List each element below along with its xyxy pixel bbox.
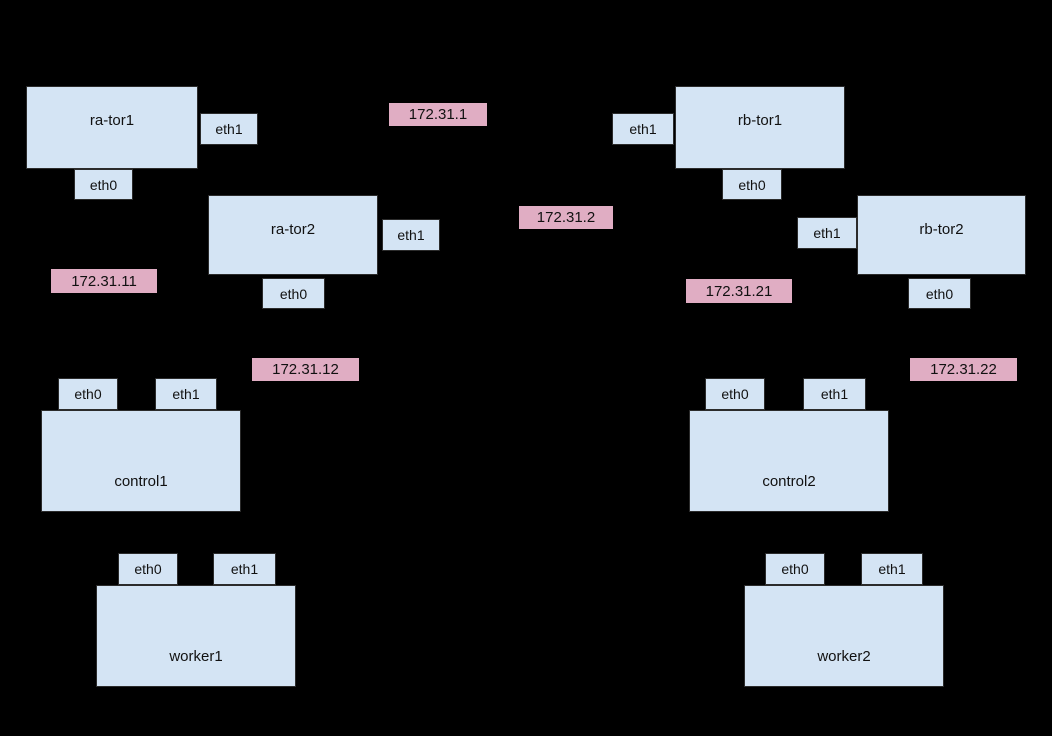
port-label: eth1 (813, 225, 841, 241)
node-label: rb-tor1 (737, 112, 783, 129)
port-rb-tor1-eth1[interactable]: eth1 (612, 113, 674, 145)
node-label: worker1 (169, 648, 223, 665)
port-ra-tor1-eth1[interactable]: eth1 (200, 113, 258, 145)
network-label-net-172-31-12[interactable]: 172.31.12 (252, 358, 359, 381)
port-rb-tor1-eth0[interactable]: eth0 (722, 169, 782, 200)
port-control2-eth0[interactable]: eth0 (705, 378, 765, 410)
node-rb-tor2[interactable]: rb-tor2 (857, 195, 1026, 275)
node-label: control1 (114, 473, 168, 490)
node-label: ra-tor2 (270, 221, 316, 238)
network-label-text: 172.31.12 (272, 361, 339, 378)
port-label: eth1 (820, 386, 849, 402)
port-label: eth0 (721, 386, 749, 402)
network-label-text: 172.31.21 (705, 282, 773, 300)
port-rb-tor2-eth1[interactable]: eth1 (797, 217, 857, 249)
network-label-text: 172.31.1 (408, 106, 468, 123)
network-label-text: 172.31.22 (930, 361, 997, 378)
network-label-text: 172.31.11 (71, 272, 137, 290)
node-ra-tor1[interactable]: ra-tor1 (26, 86, 198, 169)
port-label: eth0 (738, 176, 766, 193)
port-label: eth1 (215, 121, 243, 137)
port-label: eth1 (629, 121, 657, 137)
node-ra-tor2[interactable]: ra-tor2 (208, 195, 378, 275)
port-label: eth0 (134, 561, 162, 577)
network-label-net-172-31-2[interactable]: 172.31.2 (519, 206, 613, 229)
port-control2-eth1[interactable]: eth1 (803, 378, 866, 410)
network-label-text: 172.31.2 (536, 209, 596, 226)
port-label: eth0 (89, 176, 118, 193)
port-label: eth0 (279, 285, 308, 302)
port-rb-tor2-eth0[interactable]: eth0 (908, 278, 971, 309)
network-label-net-172-31-21[interactable]: 172.31.21 (686, 279, 792, 303)
port-label: eth0 (781, 561, 809, 577)
port-worker1-eth0[interactable]: eth0 (118, 553, 178, 585)
port-label: eth1 (878, 561, 906, 577)
port-label: eth1 (397, 227, 425, 243)
port-label: eth0 (925, 285, 954, 302)
node-rb-tor1[interactable]: rb-tor1 (675, 86, 845, 169)
node-label: ra-tor1 (89, 112, 135, 129)
port-worker1-eth1[interactable]: eth1 (213, 553, 276, 585)
port-worker2-eth1[interactable]: eth1 (861, 553, 923, 585)
port-ra-tor1-eth0[interactable]: eth0 (74, 169, 133, 200)
port-label: eth1 (172, 386, 200, 402)
port-control1-eth1[interactable]: eth1 (155, 378, 217, 410)
port-label: eth0 (74, 386, 102, 402)
node-control1[interactable]: control1 (41, 410, 241, 512)
node-label: control2 (762, 473, 816, 490)
node-worker1[interactable]: worker1 (96, 585, 296, 687)
network-label-net-172-31-22[interactable]: 172.31.22 (910, 358, 1017, 381)
port-ra-tor2-eth0[interactable]: eth0 (262, 278, 325, 309)
port-label: eth1 (230, 561, 259, 577)
network-label-net-172-31-11[interactable]: 172.31.11 (51, 269, 157, 293)
network-label-net-172-31-1[interactable]: 172.31.1 (389, 103, 487, 126)
port-control1-eth0[interactable]: eth0 (58, 378, 118, 410)
port-worker2-eth0[interactable]: eth0 (765, 553, 825, 585)
node-worker2[interactable]: worker2 (744, 585, 944, 687)
node-control2[interactable]: control2 (689, 410, 889, 512)
node-label: rb-tor2 (919, 221, 964, 238)
node-label: worker2 (817, 648, 871, 665)
port-ra-tor2-eth1[interactable]: eth1 (382, 219, 440, 251)
